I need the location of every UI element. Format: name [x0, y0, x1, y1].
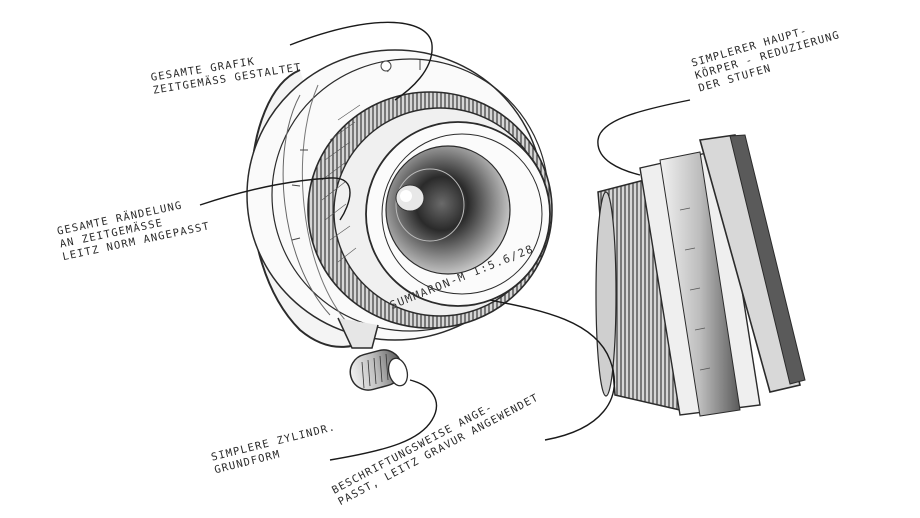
main-lens	[246, 49, 553, 391]
side-lens	[595, 134, 806, 417]
leader-haupt	[597, 99, 691, 176]
leader-lines	[199, 21, 691, 461]
leader-beschrift	[489, 299, 615, 441]
leader-grafik	[289, 21, 433, 101]
leader-zylinder	[329, 379, 438, 461]
leader-raendel	[199, 177, 351, 221]
side-mount	[698, 134, 801, 393]
focus-tab	[337, 317, 379, 349]
front-element	[385, 145, 511, 275]
